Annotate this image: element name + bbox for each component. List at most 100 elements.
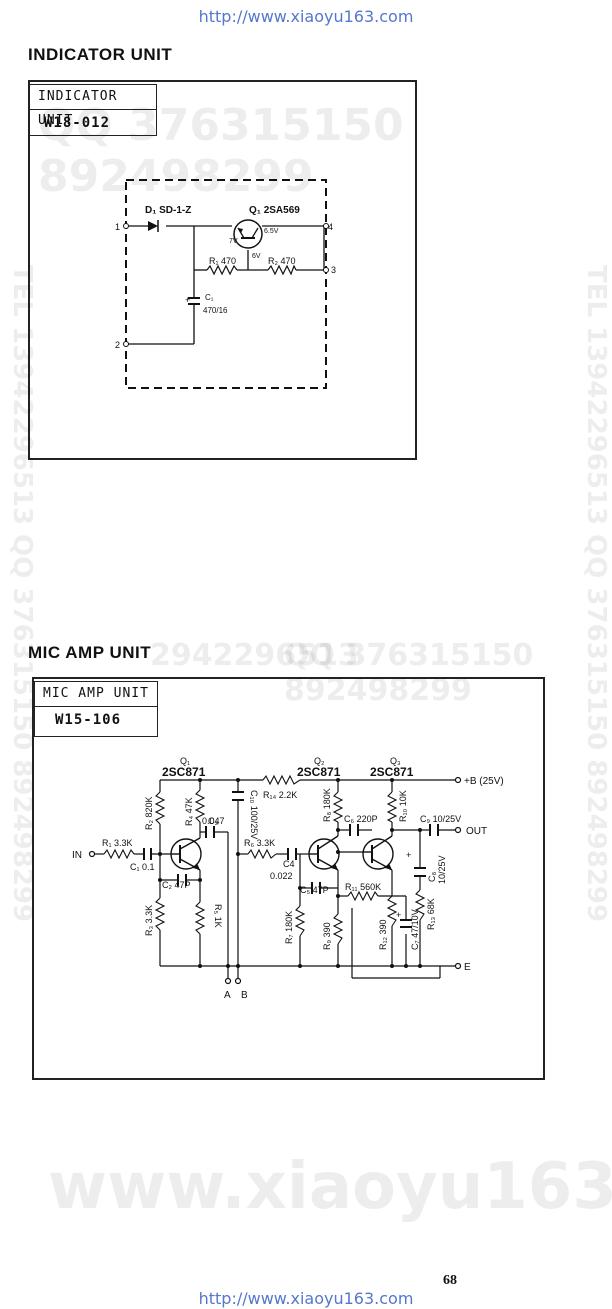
label-q3-type: 2SC871 [370, 765, 414, 779]
terminal-1 [123, 223, 129, 229]
resistor-r4 [194, 789, 206, 823]
capacitor-c3 [205, 826, 215, 838]
label-c8-value: 10/25V [437, 855, 447, 884]
label-c7-plus: + [396, 910, 401, 920]
terminal-2 [123, 341, 129, 347]
terminal-b [234, 977, 242, 985]
label-c4-value: 0.022 [270, 871, 293, 881]
label-c3: C₃ [208, 816, 218, 826]
label-b: B [241, 990, 248, 1001]
resistor-r1 [103, 848, 135, 860]
label-terminal-4: 4 [328, 222, 333, 232]
indicator-enclosure [125, 179, 327, 389]
capacitor-c4 [287, 848, 297, 860]
footer-url[interactable]: http://www.xiaoyu163.com [198, 1289, 414, 1308]
label-r2: R₂ 820K [144, 796, 154, 830]
label-c4: C4 [283, 859, 295, 869]
label-c3-value: 0.047 [202, 816, 225, 826]
terminal-out [454, 826, 462, 834]
indicator-section-title: INDICATOR UNIT [28, 45, 173, 64]
resistor-r7 [294, 905, 306, 937]
page-number: 68 [443, 1273, 457, 1288]
watermark-site: www.xiaoyu163.com [48, 1150, 612, 1224]
resistor-r11 [347, 890, 379, 902]
label-r12: R₁₂ 390 [378, 919, 388, 950]
header-url[interactable]: http://www.xiaoyu163.com [198, 7, 414, 26]
label-v-base: 7V [229, 238, 238, 245]
terminal-e [454, 962, 462, 970]
label-r1-indicator: R₁ 470 [209, 256, 236, 266]
capacitor-c7 [400, 919, 412, 928]
terminal-vb [454, 776, 462, 784]
label-r9: R₉ 390 [322, 922, 332, 950]
label-in: IN [72, 850, 82, 861]
label-r3: R₃ 3.3K [144, 905, 154, 936]
capacitor-c9 [429, 824, 439, 836]
resistor-r12 [386, 895, 398, 927]
diode-d1 [148, 221, 158, 231]
label-r1: R₁ 3.3K [102, 838, 133, 848]
capacitor-c8 [414, 867, 426, 877]
terminal-in [88, 850, 96, 858]
capacitor-c1 [143, 848, 152, 860]
terminal-3 [323, 267, 329, 273]
transistor-q1-indicator [233, 219, 263, 249]
label-c1-plus: + [185, 295, 190, 305]
resistor-r8 [332, 791, 344, 823]
label-e: E [464, 962, 471, 973]
micamp-frame [32, 677, 545, 1080]
label-r11: R₁₁ 560K [345, 882, 381, 892]
label-r10: R₁₀ 10K [398, 790, 408, 822]
micamp-title-box: MIC AMP UNIT W15-106 [34, 681, 158, 737]
label-r6: R₆ 3.3K [244, 838, 275, 848]
label-c6: C₆ 220P [344, 814, 378, 824]
resistor-r2 [154, 791, 166, 825]
label-r2-indicator: R₂ 470 [268, 256, 296, 266]
label-terminal-1: 1 [115, 222, 120, 232]
resistor-r9 [332, 913, 344, 945]
transistor-q1 [170, 837, 202, 871]
label-v-em: 6V [252, 253, 261, 260]
label-c1-value: 470/16 [203, 306, 228, 315]
resistor-r1-indicator [206, 264, 238, 276]
capacitor-c2 [177, 874, 187, 886]
label-terminal-3: 3 [331, 265, 336, 275]
label-a: A [224, 990, 231, 1001]
label-c8: C₈ [427, 872, 437, 882]
label-v-top: 6.5V [264, 228, 279, 235]
label-q2-type: 2SC871 [297, 765, 341, 779]
watermark-qq-top: QQ 376315150 892498299 [38, 100, 404, 202]
resistor-r10 [386, 791, 398, 823]
label-out: OUT [466, 826, 487, 837]
micamp-model: W15-106 [55, 712, 122, 728]
label-q1-type: 2SC871 [162, 765, 206, 779]
capacitor-c5 [311, 882, 321, 894]
label-c9: C₉ 10/25V [420, 814, 461, 824]
label-r14: R₁₄ 2.2K [263, 790, 297, 800]
label-vb: +B (25V) [464, 776, 504, 787]
indicator-title-box: INDICATOR UNIT W18-012 [29, 84, 157, 136]
watermark-qq-mid1: 2942296513 [150, 638, 359, 673]
label-terminal-2: 2 [115, 340, 120, 350]
label-c8-plus: + [406, 850, 411, 860]
resistor-r13 [414, 889, 426, 921]
capacitor-c6 [349, 824, 359, 836]
indicator-model: W18-012 [44, 115, 111, 131]
label-q1-name: Q₁ [180, 756, 190, 766]
label-d1: D₁ SD-1-Z [145, 205, 191, 216]
label-r4: R₄ 47K [184, 797, 194, 826]
label-r5: R₅ 1K [213, 904, 223, 928]
label-c5: C₅ 47P [300, 885, 329, 895]
label-q2-name: Q₂ [314, 756, 325, 766]
resistor-r2-indicator [267, 264, 297, 276]
label-q3-name: Q₃ [390, 756, 401, 766]
resistor-r3 [154, 897, 166, 931]
resistor-r6 [247, 848, 277, 860]
terminal-a [224, 977, 232, 985]
micamp-section-title: MIC AMP UNIT [28, 643, 152, 662]
label-c7: C₇ 47/10V [410, 909, 420, 950]
label-r7: R₇ 180K [284, 911, 294, 944]
capacitor-c1-indicator [188, 297, 200, 310]
